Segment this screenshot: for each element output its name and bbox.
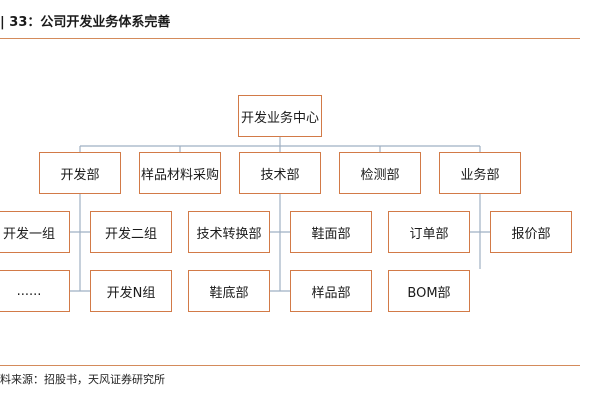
org-root-node: 开发业务中心 [238,95,322,137]
team-kaifa-1-node: 开发一组 [0,211,70,253]
source-divider [0,365,580,366]
team-kaifa-n-node: 开发N组 [90,270,172,312]
team-order-node: 订单部 [388,211,470,253]
dept-jishu-node: 技术部 [239,152,321,194]
team-bom-node: BOM部 [388,270,470,312]
dept-yewu-node: 业务部 [439,152,521,194]
figure-title: | 33：公司开发业务体系完善 [0,15,171,30]
team-kaifa-more-node: ...... [0,270,70,312]
team-quote-node: 报价部 [490,211,572,253]
team-upper-node: 鞋面部 [290,211,372,253]
dept-kaifa-node: 开发部 [39,152,121,194]
title-divider [0,38,580,39]
team-sample-node: 样品部 [290,270,372,312]
team-tech-conversion-node: 技术转换部 [188,211,270,253]
dept-jiance-node: 检测部 [339,152,421,194]
figure-source: 料来源：招股书，天风证券研究所 [0,373,165,386]
team-sole-node: 鞋底部 [188,270,270,312]
dept-sample-procurement-node: 样品材料采购 [139,152,221,194]
team-kaifa-2-node: 开发二组 [90,211,172,253]
